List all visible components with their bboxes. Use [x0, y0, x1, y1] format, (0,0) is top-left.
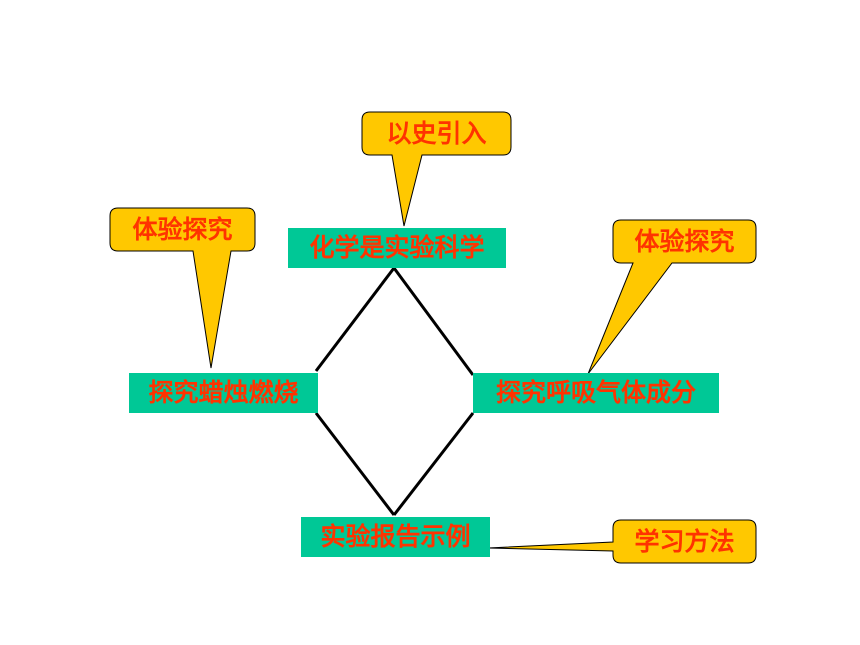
callout-shape-left — [109, 207, 256, 369]
node-bottom: 实验报告示例 — [301, 517, 490, 557]
callout-label-top: 以史引入 — [386, 119, 487, 148]
callout-shape-top — [361, 111, 512, 227]
callout-label-bottom: 学习方法 — [634, 527, 735, 556]
connector-right-bottom — [392, 412, 475, 516]
node-right: 探究呼吸气体成分 — [473, 373, 719, 413]
callout-shape-right — [587, 219, 757, 375]
callout-shape-bottom — [487, 519, 757, 564]
node-top: 化学是实验科学 — [288, 228, 506, 268]
callout-label-right: 体验探究 — [634, 227, 735, 256]
node-left: 探究蜡烛燃烧 — [129, 373, 318, 413]
connector-top-left — [314, 267, 396, 372]
connector-left-bottom — [314, 412, 396, 516]
callout-label-left: 体验探究 — [132, 215, 233, 244]
connector-top-right — [392, 267, 475, 376]
